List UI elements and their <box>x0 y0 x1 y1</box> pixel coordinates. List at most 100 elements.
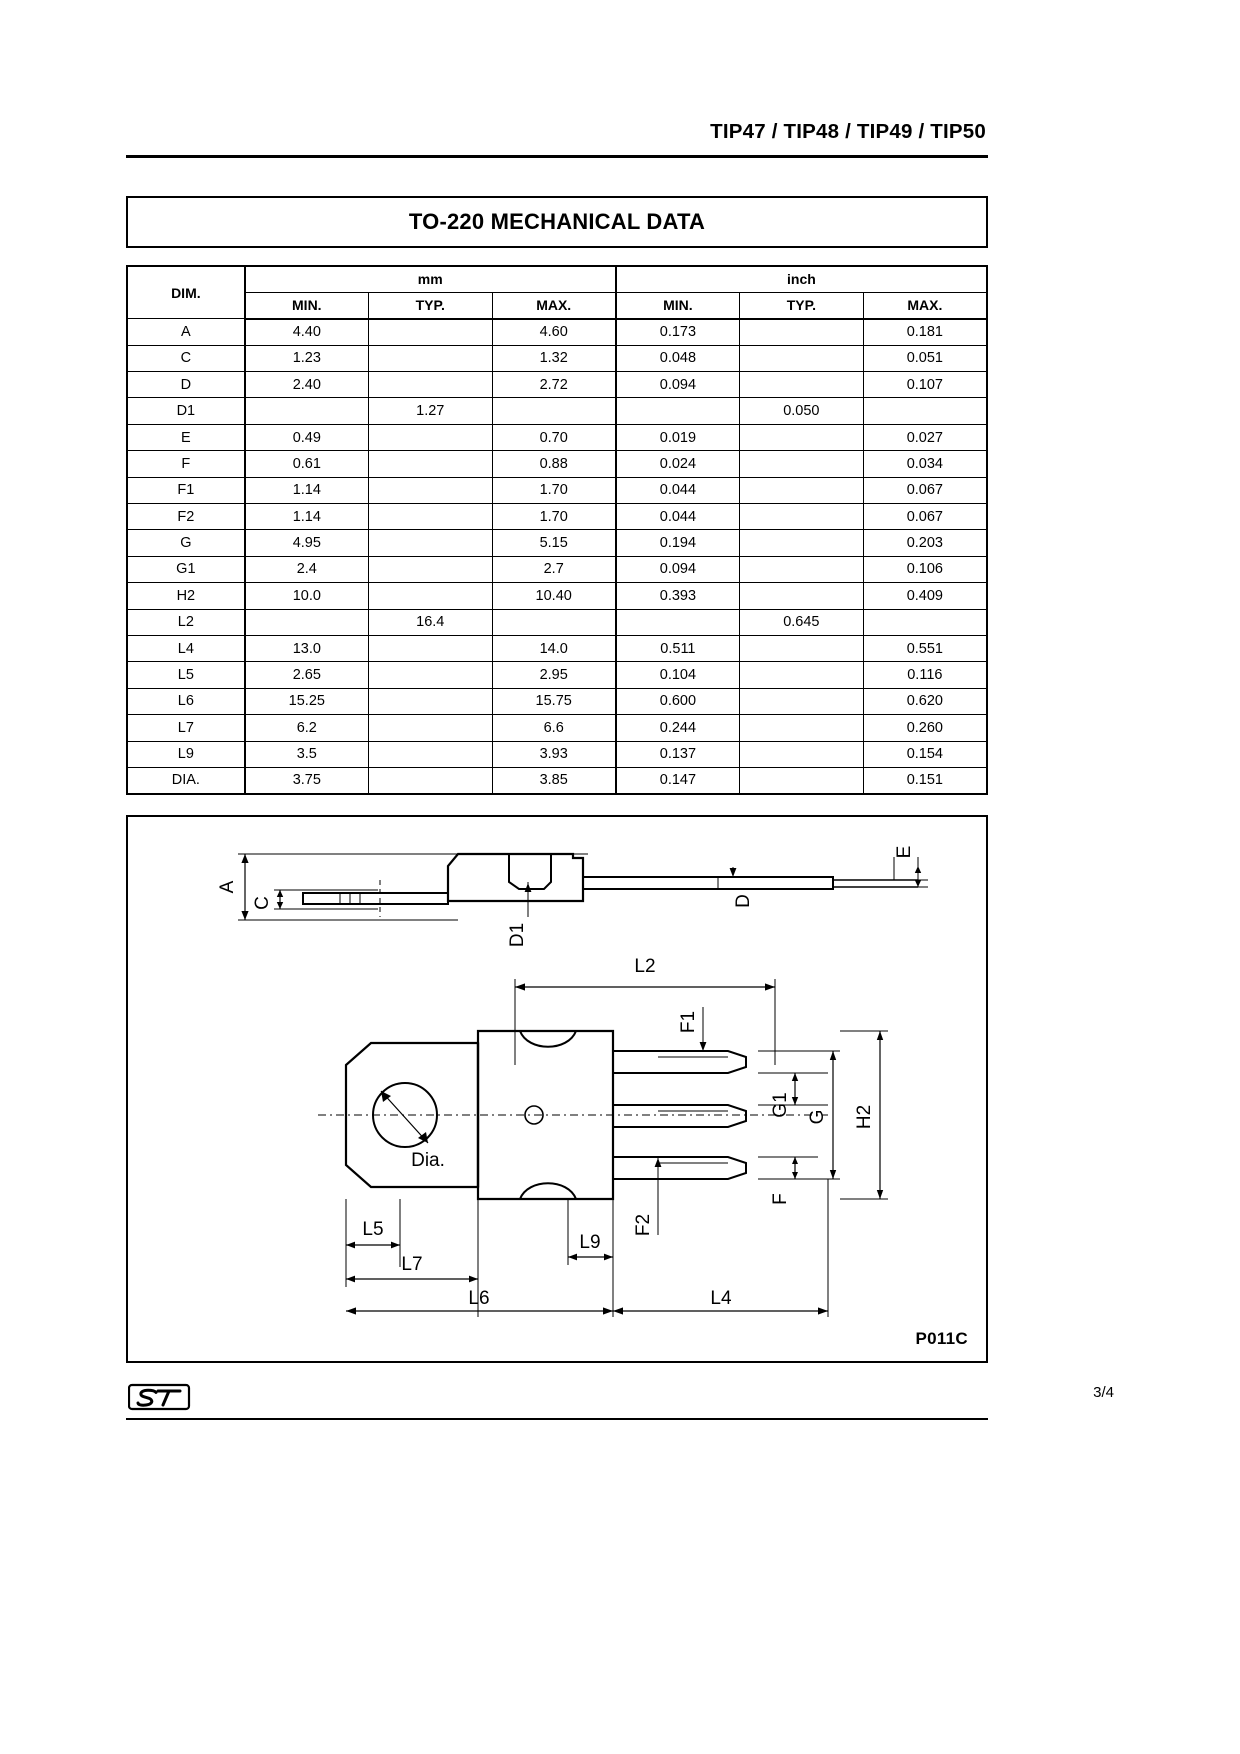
part-number-header: TIP47 / TIP48 / TIP49 / TIP50 <box>710 120 986 143</box>
cell-dim: D1 <box>126 397 246 425</box>
cell-mm-min: 6.2 <box>243 714 369 742</box>
cell-inch-max: 0.106 <box>862 555 988 584</box>
cell-inch-min: 0.019 <box>614 423 740 452</box>
header-inch-max: MAX. <box>862 291 988 320</box>
cell-inch-typ <box>739 503 864 531</box>
callout-h2: H2 <box>854 1105 875 1129</box>
cell-inch-typ <box>739 687 864 716</box>
cell-inch-max: 0.051 <box>862 344 988 373</box>
callout-l2: L2 <box>634 956 655 977</box>
package-drawing-frame: A C D D1 E L2 F1 G1 G H2 F F2 Dia. L5 L7… <box>126 815 988 1363</box>
cell-mm-max: 4.60 <box>491 318 617 346</box>
cell-inch-min: 0.044 <box>614 503 740 531</box>
cell-inch-min: 0.173 <box>614 318 740 346</box>
callout-d: D <box>733 894 754 908</box>
cell-inch-typ <box>739 476 864 505</box>
callout-c: C <box>252 896 273 910</box>
callout-f1: F1 <box>678 1011 699 1033</box>
mechanical-data-table: DIM. mm inch MIN. TYP. MAX. MIN. TYP. MA… <box>126 264 989 795</box>
cell-inch-typ <box>739 714 864 742</box>
cell-mm-max: 1.70 <box>491 476 617 505</box>
cell-mm-max: 15.75 <box>491 687 617 716</box>
header-divider <box>126 155 988 158</box>
section-title: TO-220 MECHANICAL DATA <box>408 209 706 234</box>
cell-inch-max <box>862 608 988 636</box>
cell-mm-typ <box>367 634 493 663</box>
cell-dim: F2 <box>126 503 246 531</box>
cell-dim: DIA. <box>126 766 246 795</box>
cell-mm-typ: 1.27 <box>367 397 493 425</box>
header-inch-min: MIN. <box>614 291 740 320</box>
cell-inch-typ <box>739 371 864 399</box>
cell-inch-min: 0.511 <box>614 634 740 663</box>
to-220-outline-drawing: A C D D1 E L2 F1 G1 G H2 F F2 Dia. L5 L7… <box>217 846 928 1317</box>
header-mm-typ: TYP. <box>367 291 493 320</box>
cell-mm-typ <box>367 450 493 478</box>
cell-inch-max: 0.067 <box>862 503 988 531</box>
cell-inch-max: 0.260 <box>862 714 988 742</box>
cell-mm-typ <box>367 555 493 584</box>
cell-mm-max: 14.0 <box>491 634 617 663</box>
cell-inch-max: 0.107 <box>862 371 988 399</box>
cell-inch-min: 0.024 <box>614 450 740 478</box>
cell-mm-min: 13.0 <box>243 634 369 663</box>
cell-mm-min: 0.49 <box>243 423 369 452</box>
callout-e: E <box>894 846 915 859</box>
cell-dim: D <box>126 371 246 399</box>
st-logo <box>127 1381 200 1413</box>
cell-inch-max: 0.151 <box>862 766 988 795</box>
cell-mm-max: 10.40 <box>491 582 617 610</box>
cell-inch-min: 0.094 <box>614 371 740 399</box>
cell-inch-typ <box>739 344 864 373</box>
cell-inch-typ <box>739 634 864 663</box>
callout-f: F <box>770 1193 791 1205</box>
cell-mm-max: 2.7 <box>491 555 617 584</box>
cell-mm-max: 1.32 <box>491 344 617 373</box>
header-mm-min: MIN. <box>243 291 369 320</box>
cell-mm-typ <box>367 766 493 795</box>
callout-a: A <box>217 880 238 893</box>
cell-inch-max: 0.034 <box>862 450 988 478</box>
cell-inch-max: 0.409 <box>862 582 988 610</box>
cell-mm-min <box>243 608 369 636</box>
page-header: TIP47 / TIP48 / TIP49 / TIP50 <box>126 120 986 164</box>
cell-inch-min: 0.147 <box>614 766 740 795</box>
cell-dim: A <box>126 318 246 346</box>
cell-mm-min: 3.75 <box>243 766 369 795</box>
cell-dim: C <box>126 344 246 373</box>
page-number: 3/4 <box>1093 1384 1114 1401</box>
cell-dim: L2 <box>126 608 246 636</box>
cell-inch-min: 0.104 <box>614 661 740 689</box>
cell-mm-min: 0.61 <box>243 450 369 478</box>
cell-inch-min: 0.393 <box>614 582 740 610</box>
cell-inch-min <box>614 397 740 425</box>
callout-d1: D1 <box>507 923 528 947</box>
footer-divider <box>126 1418 988 1420</box>
header-mm-max: MAX. <box>491 291 617 320</box>
cell-dim: G1 <box>126 555 246 584</box>
cell-mm-min: 4.95 <box>243 529 369 557</box>
cell-inch-max: 0.181 <box>862 318 988 346</box>
callout-g: G <box>807 1110 828 1125</box>
cell-inch-typ <box>739 661 864 689</box>
cell-dim: E <box>126 423 246 452</box>
cell-inch-typ <box>739 582 864 610</box>
cell-mm-max: 3.93 <box>491 740 617 768</box>
table-header-group-row: DIM. mm inch <box>126 264 989 320</box>
cell-inch-typ <box>739 450 864 478</box>
cell-inch-max <box>862 397 988 425</box>
callout-l5: L5 <box>362 1219 383 1240</box>
cell-inch-max: 0.027 <box>862 423 988 452</box>
